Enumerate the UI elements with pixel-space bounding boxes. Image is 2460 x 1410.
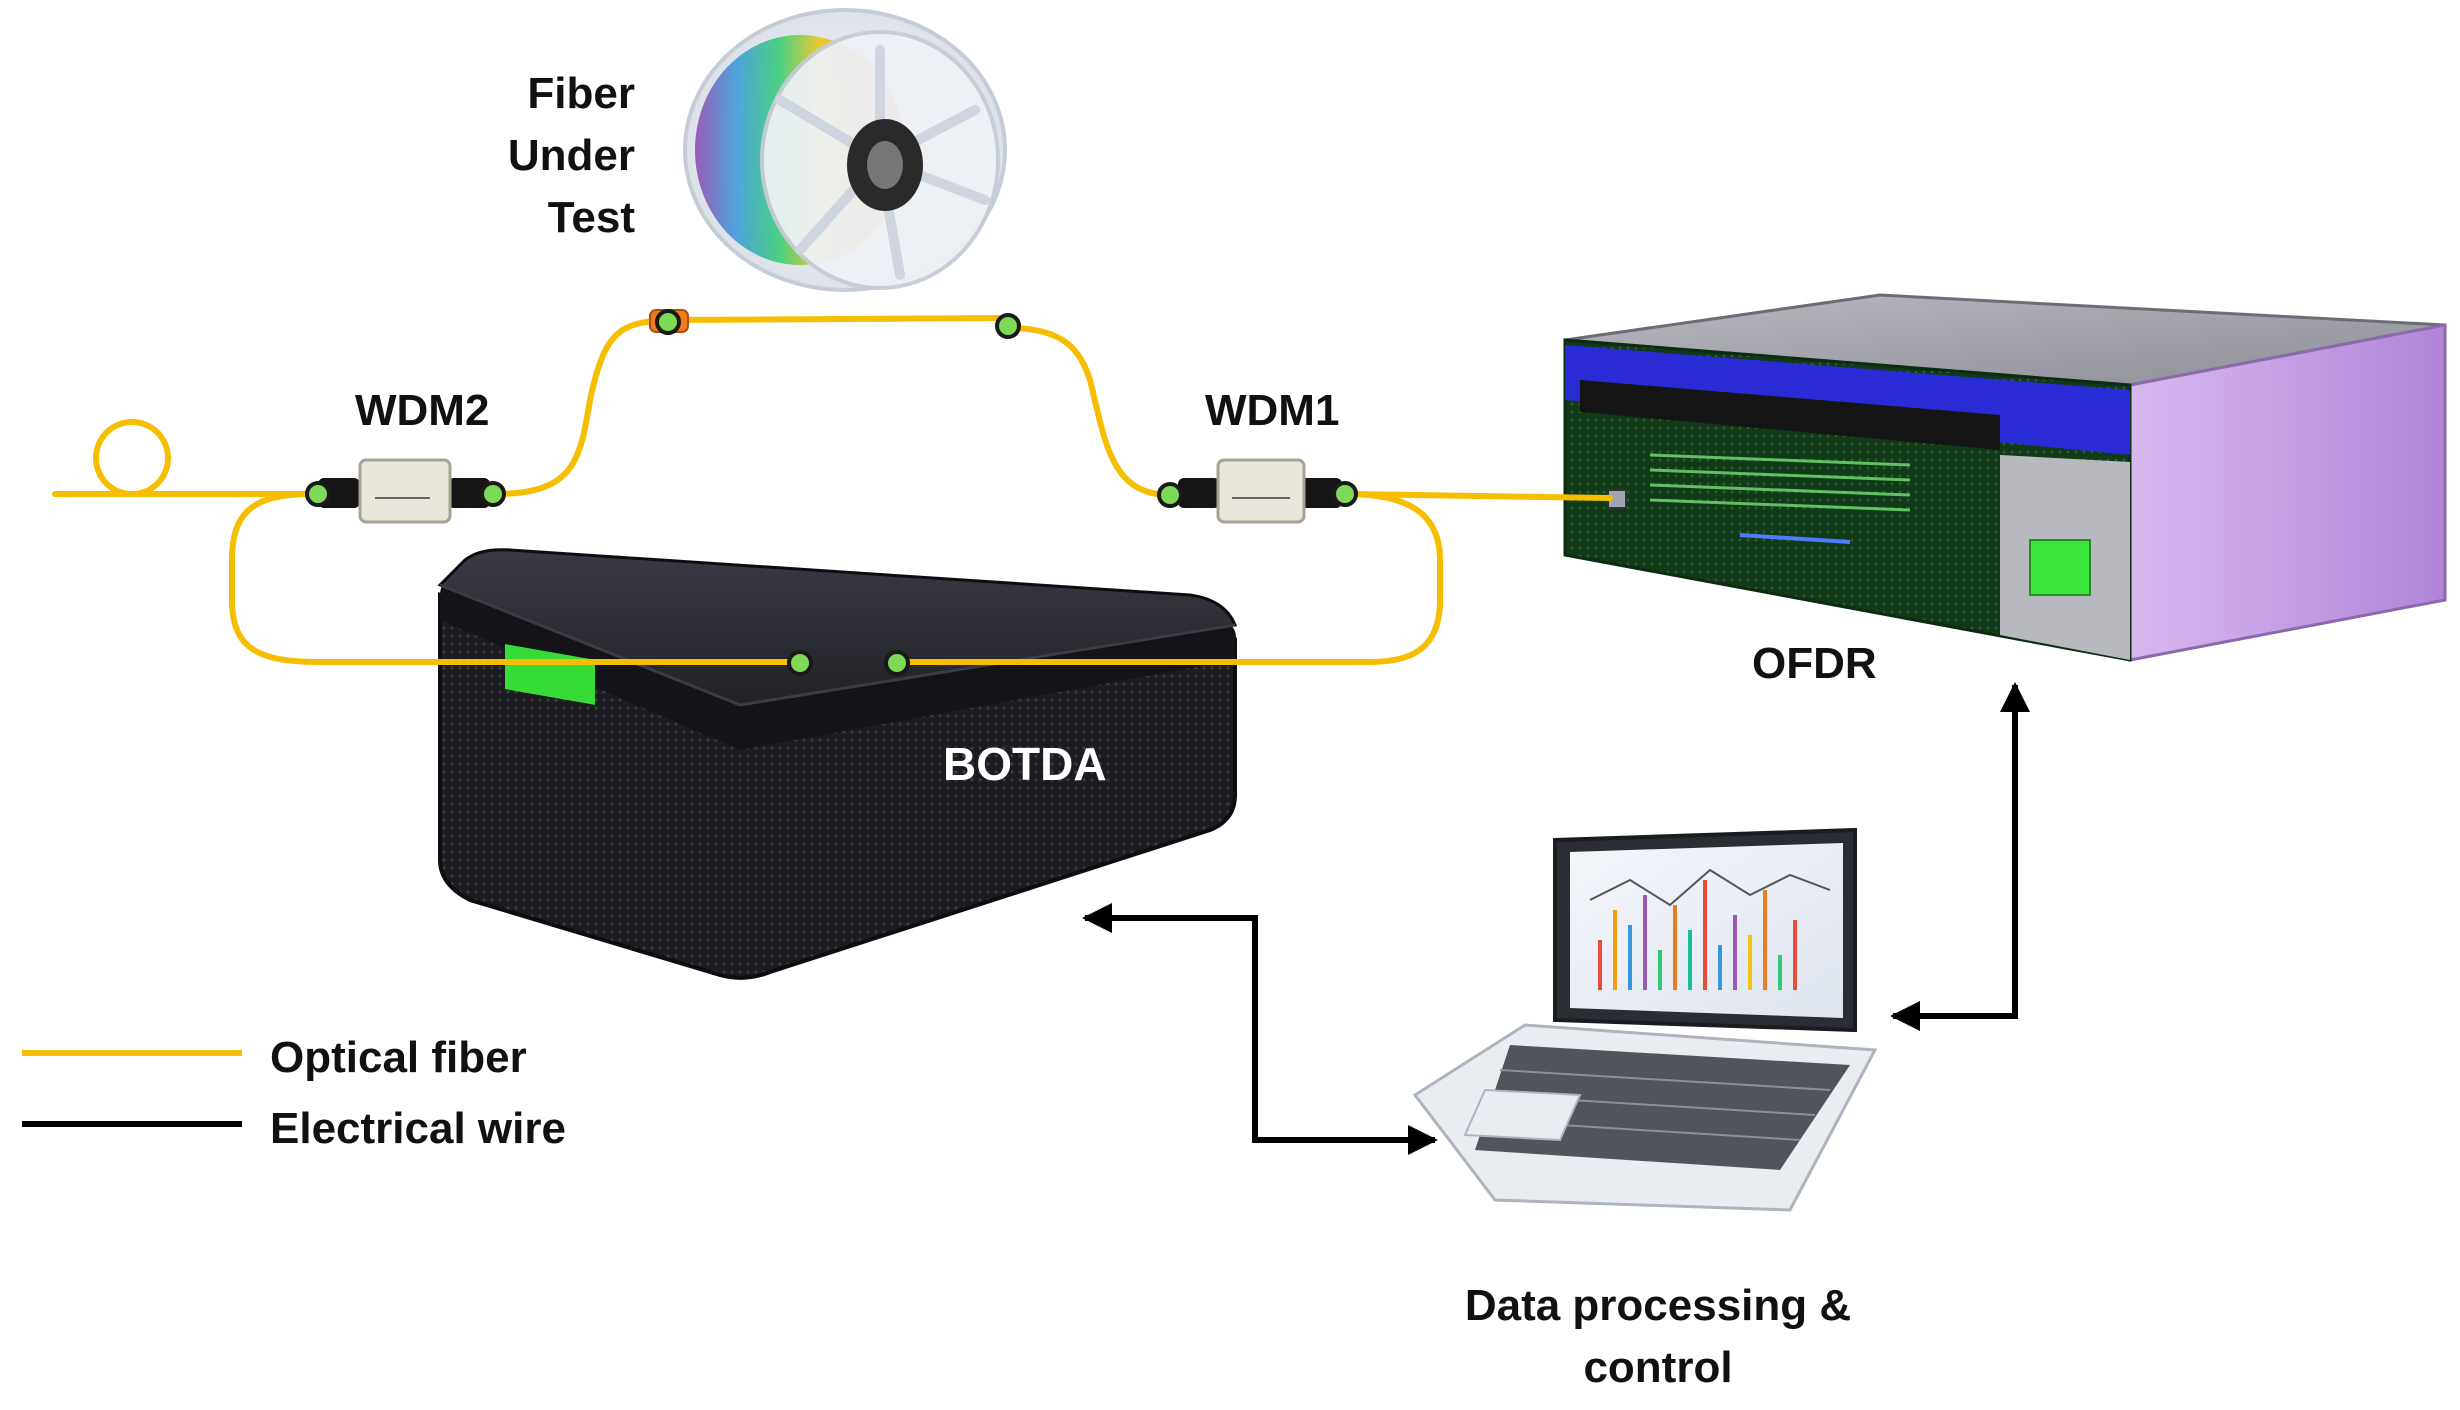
ofdr-laptop-wire [1890,682,2030,1031]
fiber-connectors [305,309,1358,676]
optical-fiber-paths [52,315,1613,665]
connector-dot [787,650,813,676]
wdm2-label: WDM2 [355,386,489,435]
label-line: Test [548,193,636,242]
connector-dot [305,481,331,507]
laptop-icon [1412,827,1878,1212]
connector-dot [1157,482,1183,508]
label-line: control [1583,1343,1732,1392]
fiber-spool-icon [683,8,1007,292]
fiber-under-test-label: Fiber Under Test [508,69,635,242]
connector-dot [1332,481,1358,507]
legend-optical-label: Optical fiber [270,1033,527,1082]
botda-label: BOTDA [943,738,1107,790]
botda-device [437,548,1238,980]
wdm1-label: WDM1 [1205,386,1339,435]
connector-dot [655,309,681,335]
legend: Optical fiber Electrical wire [22,1033,566,1153]
connector-dot [480,481,506,507]
fiber-loop-icon [93,419,171,497]
ofdr-device [1563,293,2447,662]
connector-dot [884,650,910,676]
laptop-label: Data processing & control [1465,1281,1851,1392]
label-line: Data processing & [1465,1281,1851,1330]
ofdr-label: OFDR [1752,639,1877,688]
label-line: Under [508,131,635,180]
wdm1-device [1170,458,1345,524]
botda-laptop-wire [1082,903,1438,1155]
connector-dot [995,313,1021,339]
legend-electrical-label: Electrical wire [270,1104,566,1153]
wdm2-device [310,458,495,524]
label-line: Fiber [527,69,635,118]
electrical-wires [1082,682,2030,1155]
